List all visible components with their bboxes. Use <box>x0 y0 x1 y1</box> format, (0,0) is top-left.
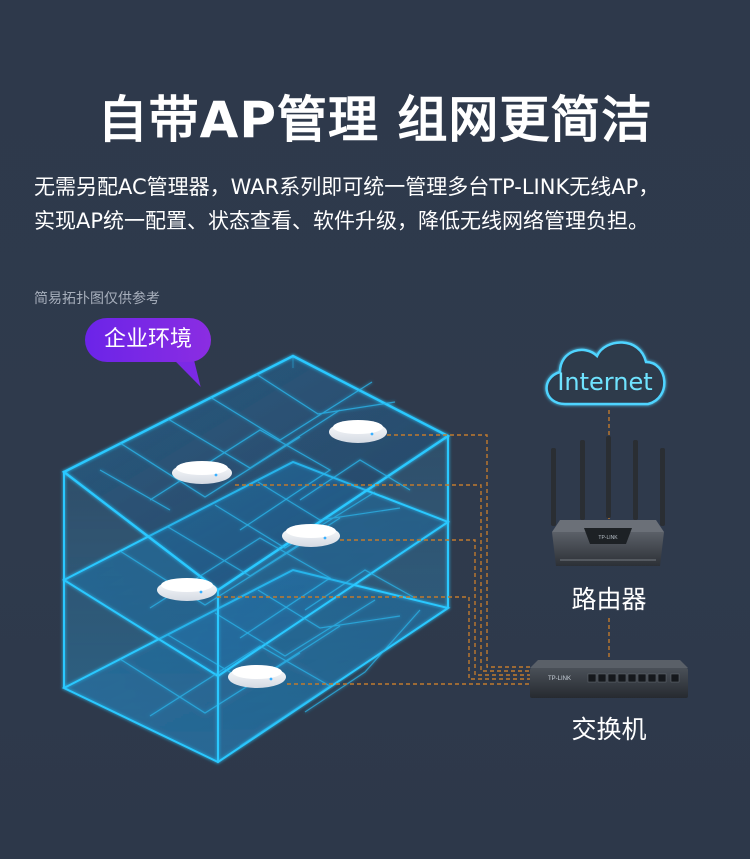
description-line-2: 实现AP统一配置、状态查看、软件升级，降低无线网络管理负担。 <box>34 209 650 233</box>
access-point-icon <box>157 578 217 601</box>
cloud-icon <box>545 341 666 406</box>
internet-label: Internet <box>557 368 653 396</box>
switch-icon: TP-LINK <box>530 660 688 698</box>
environment-bubble: 企业环境 <box>85 318 211 362</box>
router-brand: TP-LINK <box>598 535 618 541</box>
router-label: 路由器 <box>571 585 647 614</box>
description: 无需另配AC管理器，WAR系列即可统一管理多台TP-LINK无线AP， 实现AP… <box>34 170 724 238</box>
access-point-icon <box>228 665 286 688</box>
page-title: 自带AP管理 组网更简洁 <box>97 91 653 149</box>
switch-brand: TP-LINK <box>548 676 571 682</box>
ap-connections <box>217 434 530 685</box>
access-point-icon <box>329 420 387 443</box>
floor-top-rooms <box>99 373 411 531</box>
access-point-icon <box>282 524 340 547</box>
access-point-icon <box>172 461 232 484</box>
description-line-1: 无需另配AC管理器，WAR系列即可统一管理多台TP-LINK无线AP， <box>34 175 660 199</box>
building-wireframe <box>61 354 451 764</box>
router-icon: TP-LINK <box>551 436 665 566</box>
topology-note: 简易拓扑图仅供参考 <box>34 291 160 307</box>
switch-label: 交换机 <box>571 715 647 744</box>
